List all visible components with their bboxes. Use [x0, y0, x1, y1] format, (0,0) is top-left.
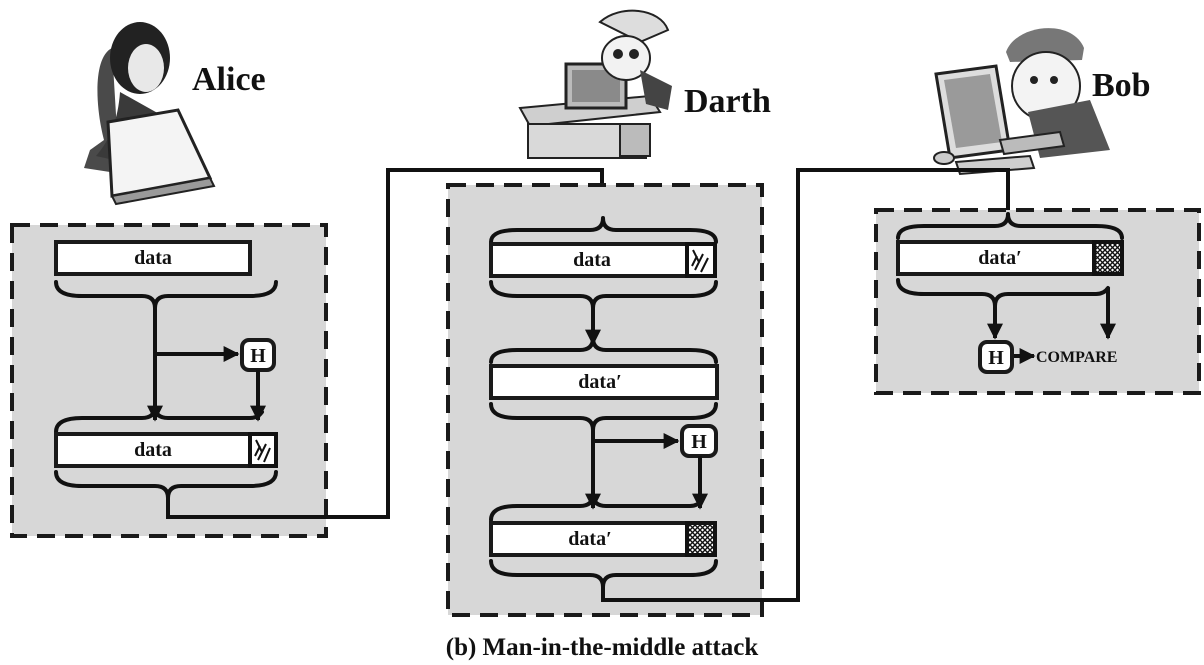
hash-broken-icon [250, 434, 276, 466]
darth-hash-label: H [691, 431, 707, 453]
hash-crosshatch-icon [687, 523, 715, 555]
alice-hash-label: H [250, 345, 266, 367]
hash-broken-icon [687, 244, 715, 276]
alice-figure-icon [84, 22, 214, 204]
darth-data-prime-label: data′ [578, 371, 621, 393]
bob-data-prime-label: data′ [978, 247, 1021, 269]
darth-data-prime-label-2: data′ [568, 528, 611, 550]
bob-hash-label: H [988, 347, 1004, 369]
alice-data-label-2: data [134, 439, 172, 461]
figure-caption: (b) Man-in-the-middle attack [446, 634, 759, 661]
darth-figure-icon [520, 11, 672, 158]
darth-data-label: data [573, 249, 611, 271]
alice-data-label: data [134, 247, 172, 269]
bob-figure-icon [934, 28, 1110, 174]
alice-label: Alice [192, 61, 266, 98]
bob-label: Bob [1092, 67, 1151, 104]
hash-crosshatch-icon [1094, 242, 1122, 274]
bob-compare-label: COMPARE [1036, 349, 1117, 366]
darth-label: Darth [684, 83, 771, 120]
